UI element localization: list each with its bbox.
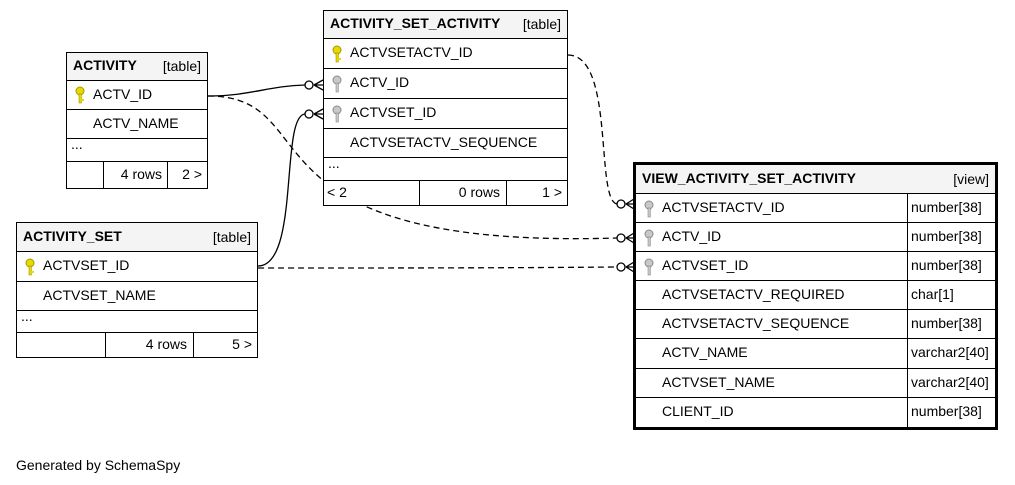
- ellipsis: ...: [71, 136, 83, 152]
- edge-asa-id-to-view: [567, 54, 618, 205]
- more-columns: ...: [324, 155, 567, 181]
- column-name: ACTV_NAME: [662, 344, 748, 360]
- cardinality-circle: [616, 262, 626, 272]
- crow-foot: [625, 198, 635, 210]
- column-name: ACTVSET_NAME: [43, 287, 156, 303]
- crow-foot: [313, 79, 324, 91]
- edge-actvset-id-to-asa: [257, 113, 306, 267]
- primary-key-icon: [75, 86, 85, 104]
- column-name: ACTVSET_ID: [662, 257, 749, 273]
- primary-key-icon: [25, 258, 35, 276]
- table-title: VIEW_ACTIVITY_SET_ACTIVITY: [642, 170, 856, 186]
- table-kind: [table]: [162, 58, 201, 74]
- table-title: ACTIVITY: [73, 57, 137, 73]
- column-row[interactable]: ACTVSET_ID: [17, 252, 257, 282]
- child-count-link[interactable]: 1 >: [542, 184, 562, 200]
- child-count-link[interactable]: 2 >: [182, 166, 202, 182]
- column-name: ACTV_NAME: [93, 115, 179, 131]
- foreign-key-icon: [644, 229, 654, 247]
- ellipsis: ...: [21, 308, 33, 324]
- column-name: CLIENT_ID: [662, 403, 734, 419]
- column-name: ACTVSET_ID: [43, 257, 130, 273]
- table-footer: < 2 0 rows 1 >: [324, 181, 567, 205]
- column-type: number[38]: [911, 315, 982, 331]
- column-name: ACTV_ID: [662, 228, 722, 244]
- edge-actvset-id-to-view: [257, 266, 618, 269]
- table-header: VIEW_ACTIVITY_SET_ACTIVITY [view]: [636, 165, 995, 194]
- cardinality-circle: [616, 199, 626, 209]
- column-name: ACTV_ID: [93, 86, 153, 102]
- column-row[interactable]: ACTVSET_NAME varchar2[40]: [636, 369, 995, 398]
- crow-foot: [625, 232, 635, 244]
- column-type: char[1]: [911, 286, 954, 302]
- column-row[interactable]: ACTVSETACTV_SEQUENCE number[38]: [636, 310, 995, 339]
- crow-foot: [625, 261, 635, 273]
- column-row[interactable]: ACTV_NAME varchar2[40]: [636, 339, 995, 369]
- table-footer: 4 rows 2 >: [67, 162, 207, 188]
- table-kind: [table]: [522, 16, 561, 32]
- foreign-key-icon: [332, 105, 342, 123]
- column-type: varchar2[40]: [911, 344, 989, 360]
- column-name: ACTVSETACTV_SEQUENCE: [350, 134, 538, 150]
- column-type: number[38]: [911, 199, 982, 215]
- column-name: ACTVSETACTV_ID: [662, 199, 785, 215]
- column-type: number[38]: [911, 257, 982, 273]
- activity-set-activity-table[interactable]: ACTIVITY_SET_ACTIVITY [table] ACTVSETACT…: [323, 10, 568, 206]
- primary-key-icon: [332, 45, 342, 63]
- table-title: ACTIVITY_SET: [23, 228, 122, 244]
- column-row[interactable]: ACTVSET_NAME: [17, 282, 257, 311]
- foreign-key-icon: [332, 75, 342, 93]
- column-row[interactable]: ACTV_ID number[38]: [636, 223, 995, 252]
- row-count: 4 rows: [145, 336, 187, 352]
- table-kind: [view]: [953, 171, 989, 187]
- column-row[interactable]: ACTVSETACTV_ID number[38]: [636, 194, 995, 223]
- table-header: ACTIVITY [table]: [67, 53, 207, 81]
- activity-table[interactable]: ACTIVITY [table] ACTV_ID ACTV_NAME ... 4…: [66, 52, 208, 189]
- crow-foot: [313, 108, 324, 120]
- foreign-key-icon: [644, 200, 654, 218]
- column-row[interactable]: ACTVSETACTV_SEQUENCE: [324, 129, 567, 158]
- column-row[interactable]: ACTV_ID: [324, 69, 567, 99]
- column-name: ACTVSET_ID: [350, 104, 437, 120]
- parent-count-link[interactable]: < 2: [327, 184, 347, 200]
- table-kind: [table]: [212, 229, 251, 245]
- cardinality-circle: [304, 109, 314, 119]
- column-name: ACTVSETACTV_REQUIRED: [662, 286, 845, 302]
- table-header: ACTIVITY_SET [table]: [17, 223, 257, 252]
- column-row[interactable]: ACTVSETACTV_ID: [324, 39, 567, 69]
- column-type: number[38]: [911, 228, 982, 244]
- cardinality-circle: [304, 80, 314, 90]
- column-name: ACTVSETACTV_SEQUENCE: [662, 315, 850, 331]
- cardinality-circle: [616, 233, 626, 243]
- row-count: 4 rows: [120, 166, 162, 182]
- view-activity-set-activity[interactable]: VIEW_ACTIVITY_SET_ACTIVITY [view] ACTVSE…: [633, 162, 998, 430]
- activity-set-table[interactable]: ACTIVITY_SET [table] ACTVSET_ID ACTVSET_…: [16, 222, 258, 358]
- more-columns: ...: [67, 136, 207, 162]
- column-row[interactable]: ACTV_NAME: [67, 110, 207, 139]
- column-type: number[38]: [911, 403, 982, 419]
- ellipsis: ...: [328, 155, 340, 171]
- more-columns: ...: [17, 308, 257, 333]
- column-row[interactable]: ACTVSETACTV_REQUIRED char[1]: [636, 281, 995, 310]
- edge-actv-id-to-asa: [207, 84, 306, 97]
- edge-actv-id-to-view: [207, 95, 618, 240]
- column-row[interactable]: CLIENT_ID number[38]: [636, 398, 995, 427]
- column-row[interactable]: ACTV_ID: [67, 81, 207, 110]
- column-type: varchar2[40]: [911, 374, 989, 390]
- column-row[interactable]: ACTVSET_ID: [324, 99, 567, 129]
- table-footer: 4 rows 5 >: [17, 333, 257, 357]
- column-row[interactable]: ACTVSET_ID number[38]: [636, 252, 995, 281]
- column-name: ACTVSETACTV_ID: [350, 44, 473, 60]
- column-name: ACTV_ID: [350, 74, 410, 90]
- column-name: ACTVSET_NAME: [662, 374, 775, 390]
- table-title: ACTIVITY_SET_ACTIVITY: [330, 15, 501, 31]
- foreign-key-icon: [644, 258, 654, 276]
- row-count: 0 rows: [458, 184, 500, 200]
- child-count-link[interactable]: 5 >: [232, 336, 252, 352]
- table-header: ACTIVITY_SET_ACTIVITY [table]: [324, 11, 567, 39]
- generated-by-label: Generated by SchemaSpy: [16, 457, 181, 473]
